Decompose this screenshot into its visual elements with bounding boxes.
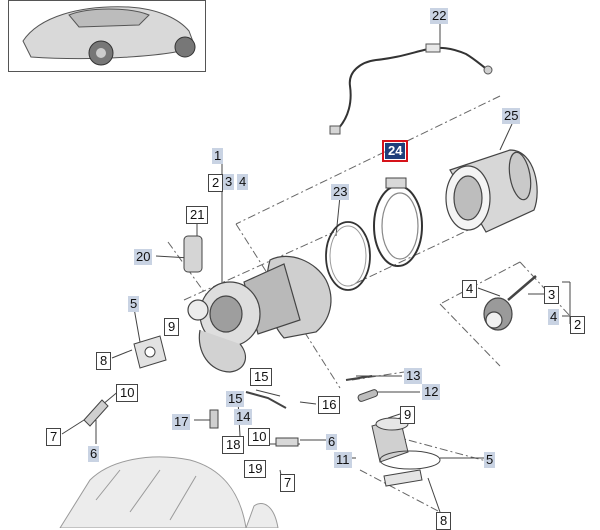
v-band-clamp — [373, 177, 423, 267]
converter-housing — [445, 149, 538, 233]
callout-part-5[interactable]: 5 — [128, 296, 140, 312]
callout-part-23[interactable]: 23 — [331, 184, 350, 200]
callout-part-6[interactable]: 6 — [88, 446, 100, 462]
callout-part-16[interactable]: 16 — [318, 396, 341, 414]
callout-part-7[interactable]: 7 — [280, 474, 296, 492]
callout-part-8[interactable]: 8 — [436, 512, 452, 530]
callout-part-2[interactable]: 2 — [570, 316, 586, 334]
callout-part-17[interactable]: 17 — [172, 414, 191, 430]
gasket-ring — [325, 221, 371, 291]
callout-part-4[interactable]: 4 — [548, 309, 560, 325]
callout-part-10[interactable]: 10 — [248, 428, 271, 446]
callout-part-15[interactable]: 15 — [226, 391, 245, 407]
callout-part-9[interactable]: 9 — [164, 318, 180, 336]
callout-part-15[interactable]: 15 — [250, 368, 273, 386]
callout-part-13[interactable]: 13 — [404, 368, 423, 384]
callout-part-7[interactable]: 7 — [46, 428, 62, 446]
callout-part-21[interactable]: 21 — [186, 206, 209, 224]
sensor-cable — [329, 43, 493, 135]
callout-part-1[interactable]: 1 — [212, 148, 224, 164]
turbocharger — [187, 255, 332, 373]
callout-part-4[interactable]: 4 — [462, 280, 478, 298]
callout-part-10[interactable]: 10 — [116, 384, 139, 402]
callout-part-8[interactable]: 8 — [96, 352, 112, 370]
callout-part-9[interactable]: 9 — [400, 406, 416, 424]
small-parts-right — [345, 375, 441, 487]
callout-part-19[interactable]: 19 — [244, 460, 267, 478]
callout-part-25[interactable]: 25 — [502, 108, 521, 124]
callout-part-22[interactable]: 22 — [430, 8, 449, 24]
small-parts-left — [83, 235, 299, 447]
engine-block-partial — [59, 456, 279, 528]
callout-part-5[interactable]: 5 — [484, 452, 496, 468]
callout-part-14[interactable]: 14 — [234, 409, 253, 425]
wastegate-actuator — [483, 275, 537, 331]
vehicle-thumbnail — [8, 0, 206, 72]
callout-part-4[interactable]: 4 — [237, 174, 249, 190]
car-icon — [22, 6, 196, 66]
callout-part-3[interactable]: 3 — [544, 286, 560, 304]
callout-part-2[interactable]: 2 — [208, 174, 224, 192]
callout-part-18[interactable]: 18 — [222, 436, 245, 454]
callout-part-24[interactable]: 24 — [381, 140, 409, 162]
callout-part-12[interactable]: 12 — [422, 384, 441, 400]
callout-part-3[interactable]: 3 — [223, 174, 235, 190]
callout-part-6[interactable]: 6 — [326, 434, 338, 450]
callout-part-20[interactable]: 20 — [134, 249, 153, 265]
callout-part-11[interactable]: 11 — [334, 452, 352, 468]
